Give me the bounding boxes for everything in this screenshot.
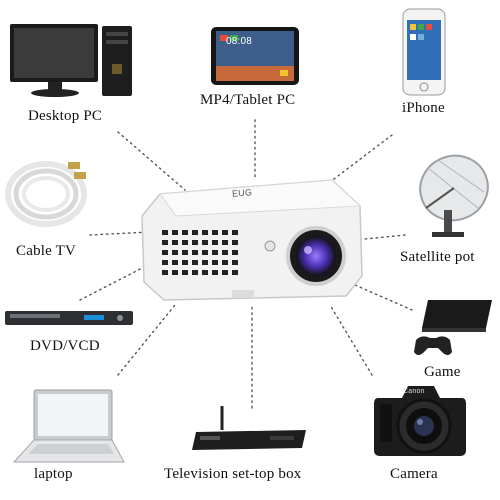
camera-brand: Canon (403, 388, 425, 395)
laptop-icon (12, 389, 125, 463)
line-laptop (117, 304, 176, 376)
line-game (354, 284, 413, 311)
game-label: Game (424, 364, 461, 380)
cable-icon (5, 161, 87, 227)
camera-label: Camera (390, 466, 438, 482)
line-iphone (329, 134, 393, 183)
line-camera (329, 304, 373, 376)
tablet-time: 08:08 (226, 36, 253, 47)
line-desktop (117, 131, 186, 191)
line-dvd (79, 264, 149, 301)
set-top-box-label: Television set-top box (164, 466, 302, 482)
camera-icon (374, 386, 466, 456)
cable-tv-label: Cable TV (16, 243, 77, 259)
dvd-label: DVD/VCD (30, 338, 100, 354)
satellite-label: Satellite pot (400, 249, 475, 265)
line-cable (89, 231, 151, 236)
game-console-icon (414, 300, 492, 355)
laptop-label: laptop (34, 466, 73, 482)
iphone-label: iPhone (402, 100, 445, 116)
satellite-dish-icon (419, 154, 489, 237)
tablet-label: MP4/Tablet PC (200, 92, 296, 108)
projector-brand: EUG (231, 187, 253, 199)
dvd-player-icon (5, 311, 133, 325)
iphone-icon (402, 8, 446, 96)
projector-icon (141, 179, 363, 301)
set-top-box-icon (192, 406, 306, 450)
tablet-icon (211, 27, 299, 85)
desktop-pc-icon (10, 24, 132, 97)
desktop-pc-label: Desktop PC (28, 108, 103, 124)
